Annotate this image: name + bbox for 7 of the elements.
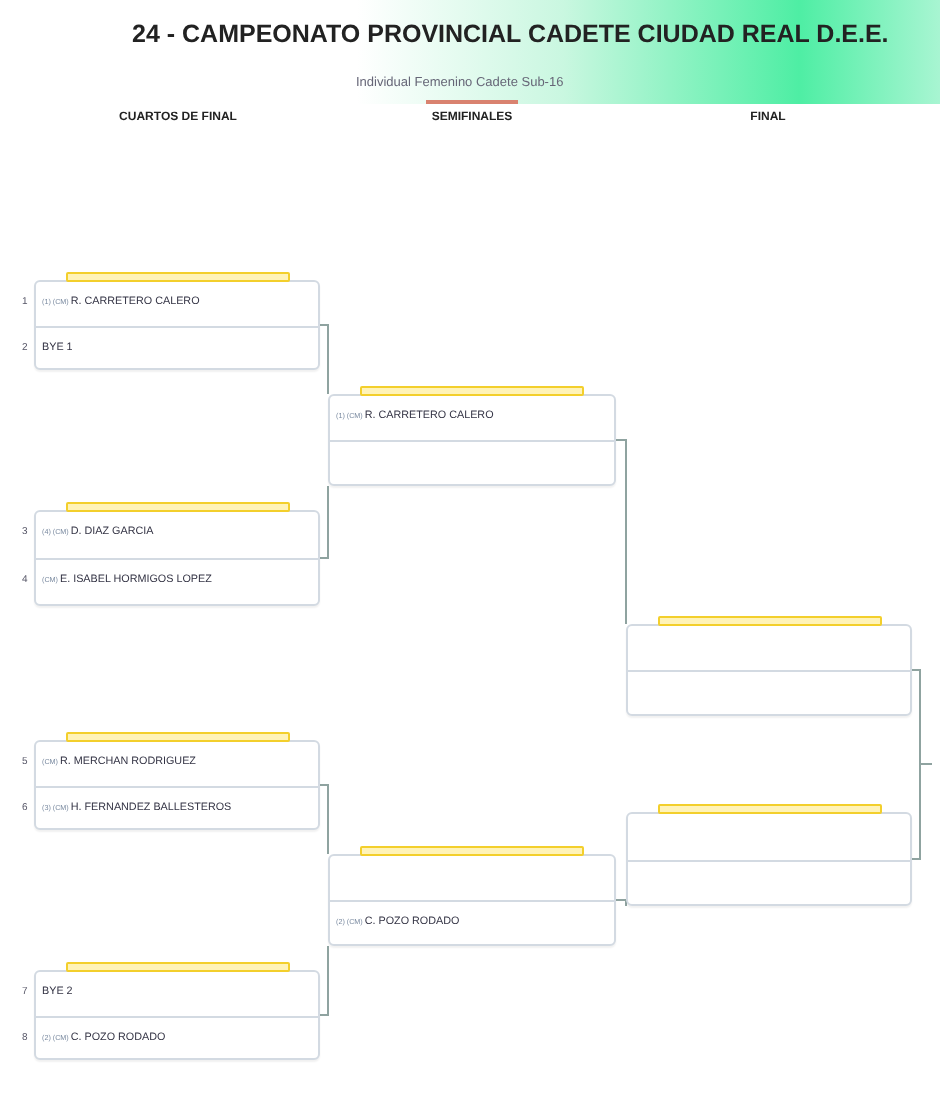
bracket-line [319, 784, 329, 855]
bracket-line [911, 763, 933, 860]
bracket-line [319, 945, 329, 1016]
bracket-line [615, 439, 627, 625]
bracket-line [319, 485, 329, 559]
title: 24 - CAMPEONATO PROVINCIAL CADETE CIUDAD REAL D.E.E. [132, 20, 889, 48]
bracket-line [319, 324, 329, 395]
